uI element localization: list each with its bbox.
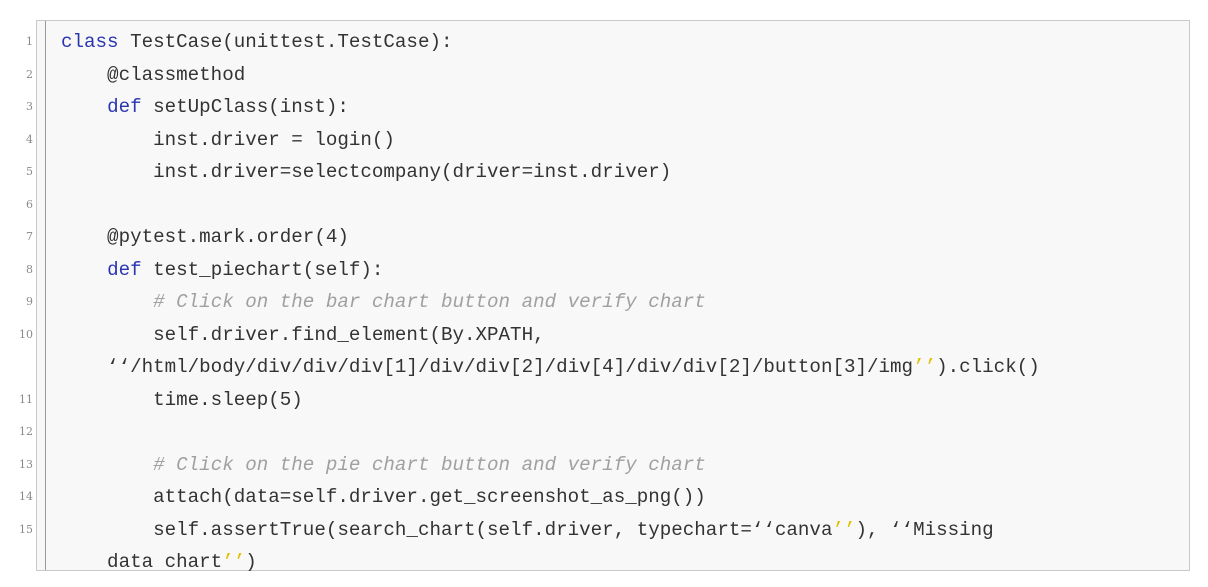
code-token: def: [107, 259, 142, 281]
line-number: 8: [26, 263, 33, 276]
code-token: ’’: [222, 551, 246, 573]
code-token: [61, 291, 153, 313]
line-number: 14: [19, 490, 33, 503]
code-token: @classmethod: [61, 64, 246, 86]
code-token: time.sleep(5): [61, 389, 303, 411]
code-token: class: [61, 31, 119, 53]
code-token: [61, 259, 107, 281]
line-number: 2: [26, 68, 33, 81]
code-token: self.assertTrue(search_chart(self.driver…: [61, 519, 833, 541]
line-number: 6: [26, 198, 33, 211]
code-token: ): [245, 551, 257, 573]
code-text: attach(data=self.driver.get_screenshot_a…: [61, 484, 706, 510]
code-text: def setUpClass(inst):: [61, 94, 349, 120]
line-number: 1: [26, 35, 33, 48]
line-number: 3: [26, 100, 33, 113]
code-text: inst.driver = login(): [61, 127, 395, 153]
line-number-gutter: [37, 21, 46, 570]
code-text: self.driver.find_element(By.XPATH,: [61, 322, 545, 348]
line-number: 11: [19, 393, 33, 406]
code-token: TestCase(unittest.TestCase):: [118, 31, 453, 53]
code-block: 1 class TestCase(unittest.TestCase): 2 @cl…: [19, 20, 1190, 573]
code-text: def test_piechart(self):: [61, 257, 383, 283]
code-token: @pytest.mark.order(4): [61, 226, 349, 248]
code-token: self.driver.find_element(By.XPATH,: [61, 324, 545, 346]
code-token: ), ‘‘Missing: [855, 519, 994, 541]
code-token: # Click on the bar chart button and veri…: [153, 291, 706, 313]
line-number: 15: [19, 523, 33, 536]
code-token: [61, 454, 153, 476]
code-text: time.sleep(5): [61, 387, 303, 413]
line-number: 7: [26, 230, 33, 243]
code-token: setUpClass(inst):: [141, 96, 349, 118]
code-text: @pytest.mark.order(4): [61, 224, 349, 250]
code-token: ‘‘/html/body/div/div/div[1]/div/div[2]/d…: [61, 356, 914, 378]
line-number: 5: [26, 165, 33, 178]
line-number: 4: [26, 133, 33, 146]
code-text: class TestCase(unittest.TestCase):: [61, 29, 453, 55]
code-text: ‘‘/html/body/div/div/div[1]/div/div[2]/d…: [61, 354, 1040, 380]
code-token: def: [107, 96, 142, 118]
code-token: attach(data=self.driver.get_screenshot_a…: [61, 486, 706, 508]
code-token: # Click on the pie chart button and veri…: [153, 454, 706, 476]
code-text: self.assertTrue(search_chart(self.driver…: [61, 517, 994, 543]
code-token: data chart: [61, 551, 223, 573]
line-number: 9: [26, 295, 33, 308]
code-text: @classmethod: [61, 62, 245, 88]
code-text: inst.driver=selectcompany(driver=inst.dr…: [61, 159, 671, 185]
line-number: 10: [19, 328, 33, 341]
line-number: 13: [19, 458, 33, 471]
code-token: ).click(): [936, 356, 1040, 378]
code-token: ’’: [832, 519, 856, 541]
code-text: data chart’’): [61, 549, 257, 575]
code-text: # Click on the bar chart button and veri…: [61, 289, 706, 315]
code-token: inst.driver=selectcompany(driver=inst.dr…: [61, 161, 672, 183]
code-token: ’’: [913, 356, 937, 378]
code-text: # Click on the pie chart button and veri…: [61, 452, 706, 478]
code-token: test_piechart(self):: [141, 259, 384, 281]
code-token: [61, 96, 107, 118]
line-number: 12: [19, 425, 33, 438]
code-token: inst.driver = login(): [61, 129, 395, 151]
